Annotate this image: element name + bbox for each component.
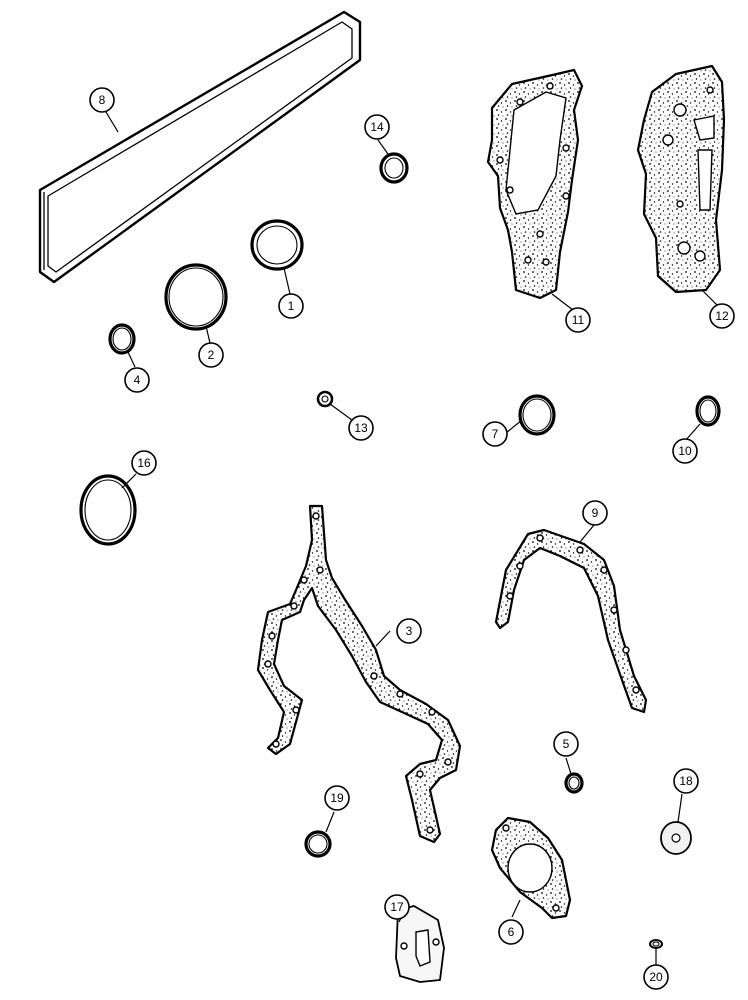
- leader-7: [505, 419, 523, 434]
- callout-17: 17: [384, 894, 410, 920]
- seal-ring-14[interactable]: [379, 152, 409, 184]
- callout-12: 12: [709, 303, 735, 329]
- leader-10: [684, 423, 701, 442]
- callout-10: 10: [672, 438, 698, 464]
- svg-text:4: 4: [134, 373, 141, 387]
- svg-text:10: 10: [678, 444, 692, 458]
- callout-20: 20: [643, 964, 669, 990]
- svg-text:3: 3: [406, 624, 413, 638]
- callout-7: 7: [482, 421, 508, 447]
- svg-text:17: 17: [390, 900, 404, 914]
- svg-text:14: 14: [370, 120, 384, 134]
- svg-text:13: 13: [354, 421, 368, 435]
- leader-1: [283, 267, 291, 295]
- seal-ring-4[interactable]: [108, 323, 136, 355]
- seal-ring-16[interactable]: [79, 474, 137, 546]
- washer-13[interactable]: [316, 390, 334, 408]
- callout-6: 6: [498, 919, 524, 945]
- callout-4: 4: [124, 367, 150, 393]
- svg-text:20: 20: [649, 970, 663, 984]
- seal-ring-7[interactable]: [518, 394, 556, 436]
- callout-3: 3: [396, 618, 422, 644]
- leader-11: [551, 293, 574, 311]
- callout-19: 19: [324, 785, 350, 811]
- seal-ring-5[interactable]: [564, 772, 584, 794]
- svg-text:18: 18: [679, 774, 693, 788]
- gasket-17[interactable]: [395, 905, 445, 983]
- svg-text:2: 2: [208, 348, 215, 362]
- svg-text:9: 9: [592, 506, 599, 520]
- seal-ring-20[interactable]: [649, 939, 663, 949]
- callout-11: 11: [565, 307, 591, 333]
- seal-ring-2[interactable]: [164, 263, 228, 331]
- callout-16: 16: [131, 450, 157, 476]
- gear-cover-gasket-3[interactable]: [256, 504, 462, 844]
- gasket-12[interactable]: [636, 64, 726, 294]
- svg-text:12: 12: [715, 309, 729, 323]
- leader-4: [127, 351, 136, 368]
- callout-13: 13: [348, 415, 374, 441]
- leader-19: [325, 811, 335, 833]
- svg-text:16: 16: [137, 456, 151, 470]
- leader-9: [579, 524, 595, 543]
- callout-9: 9: [582, 500, 608, 526]
- callout-1: 1: [278, 293, 304, 319]
- svg-text:6: 6: [508, 925, 515, 939]
- leader-5: [565, 757, 572, 775]
- leader-14: [377, 139, 389, 155]
- leader-12: [701, 289, 718, 306]
- seal-ring-1[interactable]: [250, 219, 304, 271]
- callout-8: 8: [89, 87, 115, 113]
- leader-3: [375, 630, 391, 647]
- leader-8: [105, 111, 119, 133]
- callout-14: 14: [364, 114, 390, 140]
- leader-6: [511, 899, 521, 918]
- leader-16: [121, 473, 137, 489]
- callout-2: 2: [198, 342, 224, 368]
- svg-text:8: 8: [99, 93, 106, 107]
- washer-18[interactable]: [660, 821, 692, 855]
- leader-18: [677, 793, 683, 823]
- leader-2: [205, 325, 211, 344]
- svg-text:11: 11: [572, 313, 585, 327]
- leader-13: [329, 403, 353, 421]
- callout-18: 18: [673, 768, 699, 794]
- svg-text:7: 7: [492, 427, 499, 441]
- valve-cover-gasket[interactable]: [38, 10, 362, 284]
- seal-ring-10[interactable]: [695, 395, 721, 427]
- rear-cover-gasket-9[interactable]: [494, 528, 648, 714]
- svg-text:1: 1: [288, 299, 295, 313]
- leader-lines: [105, 111, 718, 965]
- gasket-6[interactable]: [490, 816, 572, 920]
- svg-text:19: 19: [330, 791, 344, 805]
- gasket-11[interactable]: [486, 68, 584, 300]
- callout-5: 5: [553, 731, 579, 757]
- seal-ring-19[interactable]: [304, 830, 332, 858]
- svg-text:5: 5: [563, 737, 570, 751]
